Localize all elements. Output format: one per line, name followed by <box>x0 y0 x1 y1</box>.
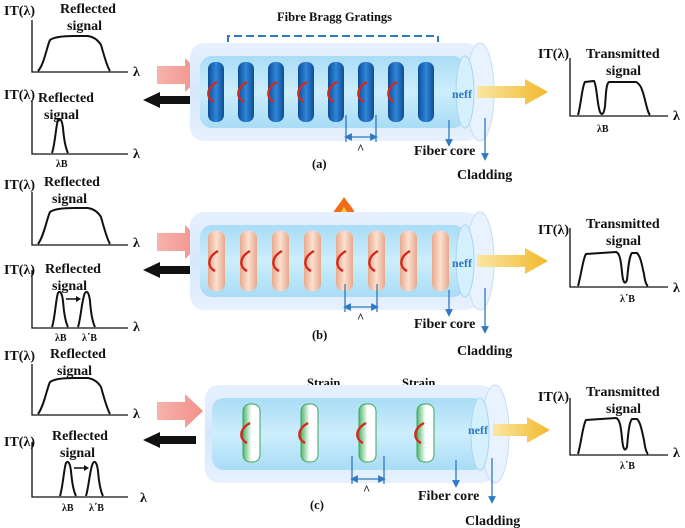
panel-b-lambda-b-shift-label: λ΄B <box>82 332 97 344</box>
panel-c-reflected-output-axis-x: λ <box>140 491 147 506</box>
panel-a-reflected-output-plot: IT(λ) λ Reflected signal λB <box>4 88 140 170</box>
panel-c-caption: (c) <box>310 498 324 512</box>
panel-a-reflected-output-axis-y: IT(λ) <box>4 88 35 103</box>
panel-b-reflected-output-axis-x: λ <box>133 320 140 335</box>
panel-b-transmitted-axis-y: IT(λ) <box>538 223 569 238</box>
panel-a-reflected-input-axis-x: λ <box>133 65 140 80</box>
panel-b-transmitted-plot: IT(λ) λ Transmitted signal λ΄B <box>538 217 680 305</box>
panel-b: IT(λ) λ Reflected signal IT(λ) λ Reflect… <box>4 175 680 359</box>
panel-a-transmitted-axis-x: λ <box>673 109 680 124</box>
panel-a-reflected-output-title-2: signal <box>44 108 79 123</box>
panel-c-neff: neff <box>468 423 489 437</box>
panel-a-reflected-input-title-1: Reflected <box>60 2 116 17</box>
panel-b-reflected-output-plot: IT(λ) λ Reflected signal λB λ΄B <box>4 262 140 344</box>
panel-b-transmitted-axis-x: λ <box>673 281 680 296</box>
panel-c-transmitted-plot: IT(λ) λ Transmitted signal λ΄B <box>538 385 680 472</box>
panel-c-transmitted-axis-y: IT(λ) <box>538 390 569 405</box>
panel-a-reflected-input-axis-y: IT(λ) <box>4 4 35 19</box>
panel-a-cladding-label: Cladding <box>457 168 512 183</box>
panel-a: IT(λ) λ Reflected signal IT(λ) λ Reflect… <box>4 2 680 183</box>
panel-c-period-symbol: ^ <box>363 483 370 497</box>
panel-c-cladding-label: Cladding <box>465 514 520 528</box>
panel-b-transmitted-light-arrow <box>477 248 548 274</box>
panel-a-reflected-output-axis-x: λ <box>133 147 140 162</box>
panel-a-reflection-arrows <box>207 80 398 104</box>
panel-c-lambda-b-label: λB <box>62 503 74 514</box>
panel-c-reflected-output-title-2: signal <box>60 446 95 461</box>
panel-c-period: ^ <box>350 456 386 497</box>
panel-a-caption: (a) <box>312 157 327 171</box>
panel-a-gratings <box>208 62 434 122</box>
panel-b-lambda-b-label: λB <box>55 333 67 344</box>
panel-c-reflected-input-plot: IT(λ) λ Reflected signal <box>4 347 140 422</box>
panel-c-gratings <box>242 403 435 463</box>
panel-b-fiber-core-label: Fiber core <box>414 317 475 332</box>
panel-a-transmitted-title-1: Transmitted <box>586 47 660 62</box>
panel-b-reflected-output-title-2: signal <box>52 279 87 294</box>
panel-b-reflected-input-title-2: signal <box>52 192 87 207</box>
panel-a-transmitted-title-2: signal <box>606 64 641 79</box>
panel-b-period-symbol: ^ <box>357 311 364 325</box>
panel-c: IT(λ) λ Reflected signal IT(λ) λ Reflect… <box>4 347 680 528</box>
panel-b-reflection-arrows <box>208 249 411 273</box>
panel-b-reflected-input-axis-y: IT(λ) <box>4 178 35 193</box>
panel-b-reflected-light-arrow <box>143 262 196 278</box>
panel-c-reflection-arrows <box>240 421 425 445</box>
panel-b-period: ^ <box>343 284 379 325</box>
panel-b-transmitted-title-2: signal <box>606 234 641 249</box>
panel-c-transmitted-title-2: signal <box>606 402 641 417</box>
panel-c-fiber-core-label: Fiber core <box>418 489 479 504</box>
panel-a-reflected-output-title-1: Reflected <box>38 91 94 106</box>
panel-c-input-light-arrow <box>157 394 203 428</box>
panel-c-reflected-light-arrow <box>143 432 196 448</box>
panel-a-reflected-input-plot: IT(λ) λ Reflected signal <box>4 2 140 80</box>
panel-c-lambda-b-shift-label: λ΄B <box>89 502 104 514</box>
panel-b-transmitted-title-1: Transmitted <box>586 217 660 232</box>
fbg-title-bracket <box>227 35 439 42</box>
panel-a-period: ^ <box>344 115 378 156</box>
panel-a-reflected-light-arrow <box>143 92 196 108</box>
panel-b-reflected-output-axis-y: IT(λ) <box>4 263 35 278</box>
panel-b-cladding-label: Cladding <box>457 344 512 359</box>
panel-a-transmitted-lambda-b: λB <box>597 124 609 135</box>
panel-c-reflected-output-axis-y: IT(λ) <box>4 435 35 450</box>
panel-b-reflected-output-title-1: Reflected <box>45 262 101 277</box>
panel-b-transmitted-lambda-b-shift: λ΄B <box>620 293 635 305</box>
panel-a-transmitted-light-arrow <box>477 79 548 105</box>
panel-c-reflected-input-axis-x: λ <box>133 407 140 422</box>
panel-b-gratings <box>208 231 449 291</box>
panel-c-transmitted-title-1: Transmitted <box>586 385 660 400</box>
panel-b-reflected-input-axis-x: λ <box>133 236 140 251</box>
panel-b-fiber: neff <box>190 211 495 311</box>
panel-c-reflected-input-title-2: signal <box>57 364 92 379</box>
panel-c-reflected-input-title-1: Reflected <box>50 347 106 362</box>
panel-b-neff: neff <box>452 256 473 270</box>
fbg-title: Fibre Bragg Gratings <box>277 10 392 24</box>
panel-b-reflected-input-plot: IT(λ) λ Reflected signal <box>4 175 140 251</box>
panel-a-transmitted-axis-y: IT(λ) <box>538 47 569 62</box>
panel-c-transmitted-light-arrow <box>493 417 550 443</box>
panel-a-period-symbol: ^ <box>357 142 364 156</box>
panel-c-transmitted-axis-x: λ <box>673 446 680 461</box>
panel-a-fiber-core-label: Fiber core <box>414 144 475 159</box>
panel-c-reflected-output-plot: IT(λ) λ Reflected signal λB λ΄B <box>4 429 147 514</box>
panel-c-transmitted-lambda-b-shift: λ΄B <box>620 460 635 472</box>
panel-a-transmitted-plot: IT(λ) λ Transmitted signal λB <box>538 47 680 135</box>
panel-a-reflected-input-title-2: signal <box>67 19 102 34</box>
panel-c-core <box>212 398 484 470</box>
panel-c-reflected-input-axis-y: IT(λ) <box>4 349 35 364</box>
panel-c-fiber: neff <box>205 384 510 484</box>
panel-b-core <box>200 225 465 297</box>
panel-b-reflected-input-title-1: Reflected <box>44 175 100 190</box>
panel-a-neff: neff <box>452 87 473 101</box>
panel-a-fiber: neff <box>190 42 495 142</box>
panel-c-reflected-output-title-1: Reflected <box>52 429 108 444</box>
panel-a-lambda-b-label: λB <box>56 159 68 170</box>
panel-b-caption: (b) <box>312 328 327 342</box>
